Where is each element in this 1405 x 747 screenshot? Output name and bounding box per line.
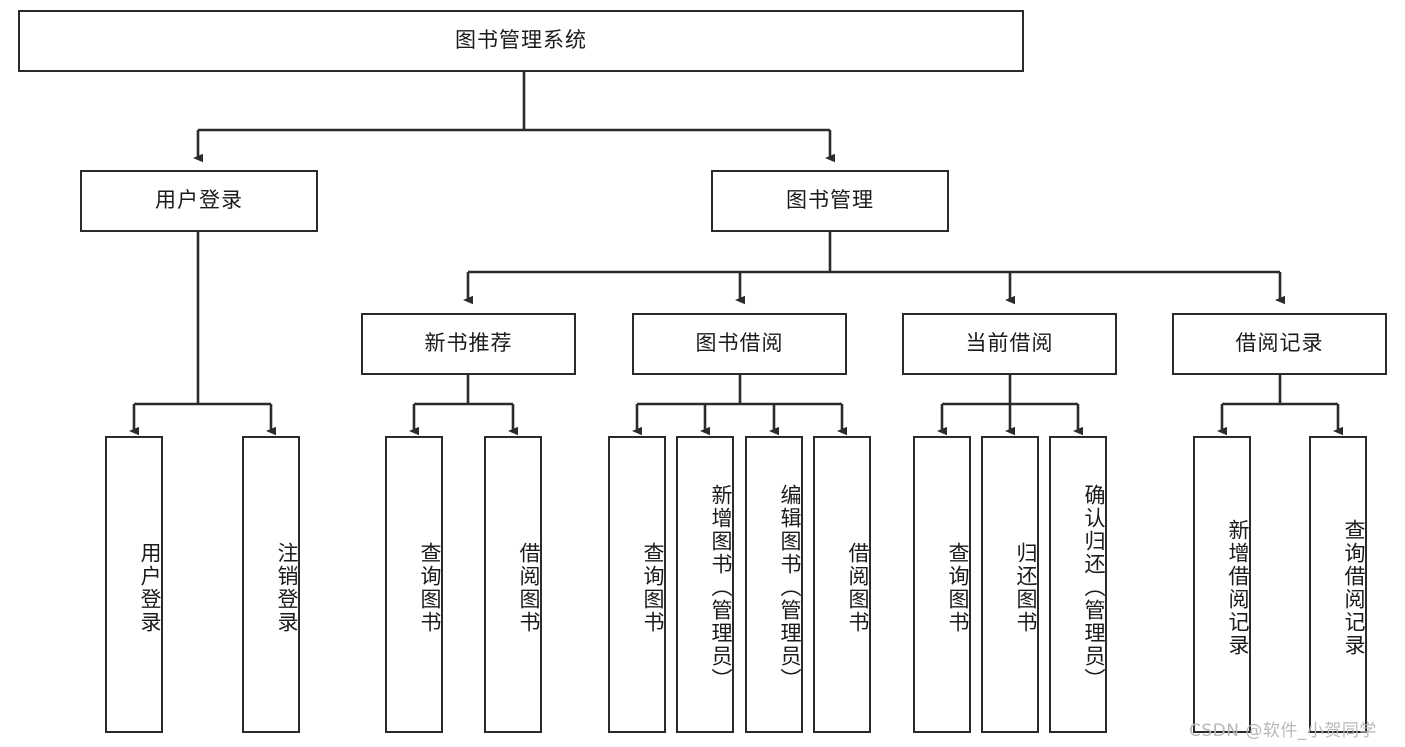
node-current-borrow-label: 当前借阅 xyxy=(965,331,1054,356)
node-leaf-query-books-borrow-label: 查询图书 xyxy=(641,541,665,634)
node-book-borrow[interactable]: 图书借阅 xyxy=(632,313,847,375)
node-leaf-query-books-borrow[interactable]: 查询图书 xyxy=(608,436,666,733)
node-leaf-borrow-books-label: 借阅图书 xyxy=(846,541,870,634)
node-leaf-return-books[interactable]: 归还图书 xyxy=(981,436,1039,733)
node-book-management[interactable]: 图书管理 xyxy=(711,170,949,232)
node-borrow-records-label: 借阅记录 xyxy=(1235,331,1324,356)
node-leaf-logout-label: 注销登录 xyxy=(275,541,299,634)
node-leaf-add-book-admin[interactable]: 新增图书（管理员） xyxy=(676,436,734,733)
node-borrow-records[interactable]: 借阅记录 xyxy=(1172,313,1387,375)
node-book-management-label: 图书管理 xyxy=(786,188,874,213)
node-new-book-recommend[interactable]: 新书推荐 xyxy=(361,313,576,375)
node-leaf-user-login[interactable]: 用户登录 xyxy=(105,436,163,733)
node-leaf-edit-book-admin[interactable]: 编辑图书（管理员） xyxy=(745,436,803,733)
node-new-book-recommend-label: 新书推荐 xyxy=(424,331,513,356)
node-leaf-logout[interactable]: 注销登录 xyxy=(242,436,300,733)
node-leaf-query-borrow-record-label: 查询借阅记录 xyxy=(1342,518,1366,657)
csdn-watermark: CSDN @软件_小贺同学 xyxy=(1189,716,1377,741)
node-leaf-confirm-return-admin[interactable]: 确认归还（管理员） xyxy=(1049,436,1107,733)
node-leaf-query-books-recommend-label: 查询图书 xyxy=(418,541,442,634)
node-leaf-query-books-recommend[interactable]: 查询图书 xyxy=(385,436,443,733)
node-leaf-edit-book-admin-label: 编辑图书（管理员） xyxy=(778,484,802,691)
node-leaf-borrow-books[interactable]: 借阅图书 xyxy=(813,436,871,733)
csdn-watermark-text: CSDN @软件_小贺同学 xyxy=(1189,721,1377,741)
node-leaf-add-borrow-record[interactable]: 新增借阅记录 xyxy=(1193,436,1251,733)
node-current-borrow[interactable]: 当前借阅 xyxy=(902,313,1117,375)
node-leaf-return-books-label: 归还图书 xyxy=(1014,541,1038,634)
node-user-login[interactable]: 用户登录 xyxy=(80,170,318,232)
node-leaf-add-book-admin-label: 新增图书（管理员） xyxy=(709,484,733,691)
node-leaf-borrow-books-recommend[interactable]: 借阅图书 xyxy=(484,436,542,733)
node-leaf-query-books-current[interactable]: 查询图书 xyxy=(913,436,971,733)
node-leaf-confirm-return-admin-label: 确认归还（管理员） xyxy=(1082,484,1106,691)
node-book-borrow-label: 图书借阅 xyxy=(695,331,784,356)
node-root-label: 图书管理系统 xyxy=(455,28,587,53)
node-leaf-query-books-current-label: 查询图书 xyxy=(946,541,970,634)
node-leaf-query-borrow-record[interactable]: 查询借阅记录 xyxy=(1309,436,1367,733)
node-leaf-user-login-label: 用户登录 xyxy=(138,541,162,634)
node-leaf-borrow-books-recommend-label: 借阅图书 xyxy=(517,541,541,634)
node-leaf-add-borrow-record-label: 新增借阅记录 xyxy=(1226,518,1250,657)
node-user-login-label: 用户登录 xyxy=(155,188,243,213)
node-root-book-management-system[interactable]: 图书管理系统 xyxy=(18,10,1024,72)
